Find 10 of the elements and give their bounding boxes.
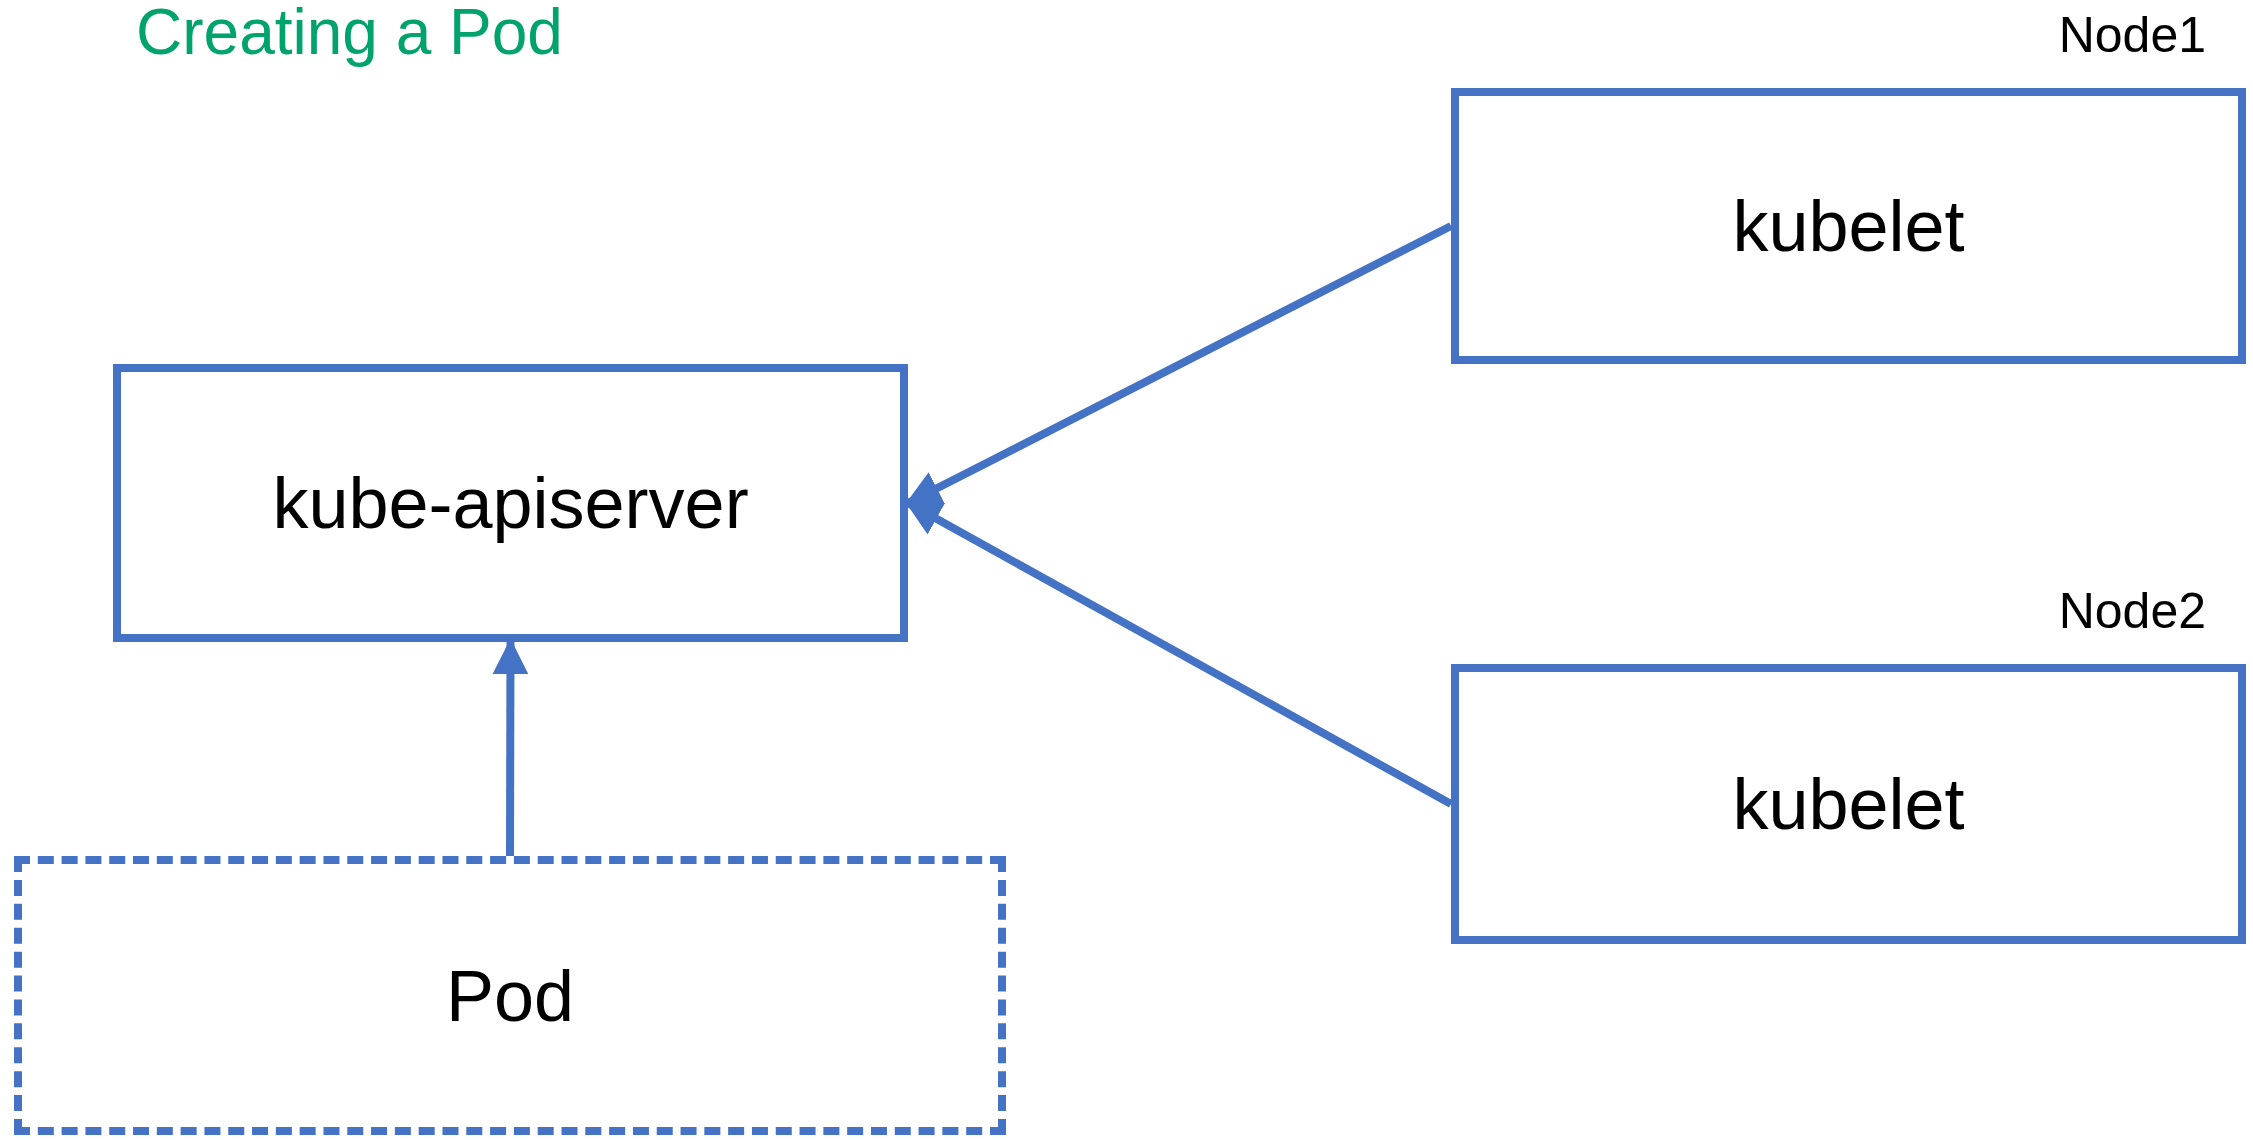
node-label: kubelet bbox=[1732, 763, 1965, 846]
node-label: kube-apiserver bbox=[272, 462, 749, 545]
node-caption: Node1 bbox=[2058, 10, 2206, 60]
node-caption: Node2 bbox=[2058, 586, 2206, 636]
process-box bbox=[1451, 88, 2246, 364]
process-box bbox=[113, 364, 908, 642]
node-label: kubelet bbox=[1732, 185, 1965, 268]
dashed-box bbox=[14, 856, 1006, 1135]
node-label: Pod bbox=[445, 954, 575, 1038]
process-box bbox=[1451, 664, 2246, 944]
